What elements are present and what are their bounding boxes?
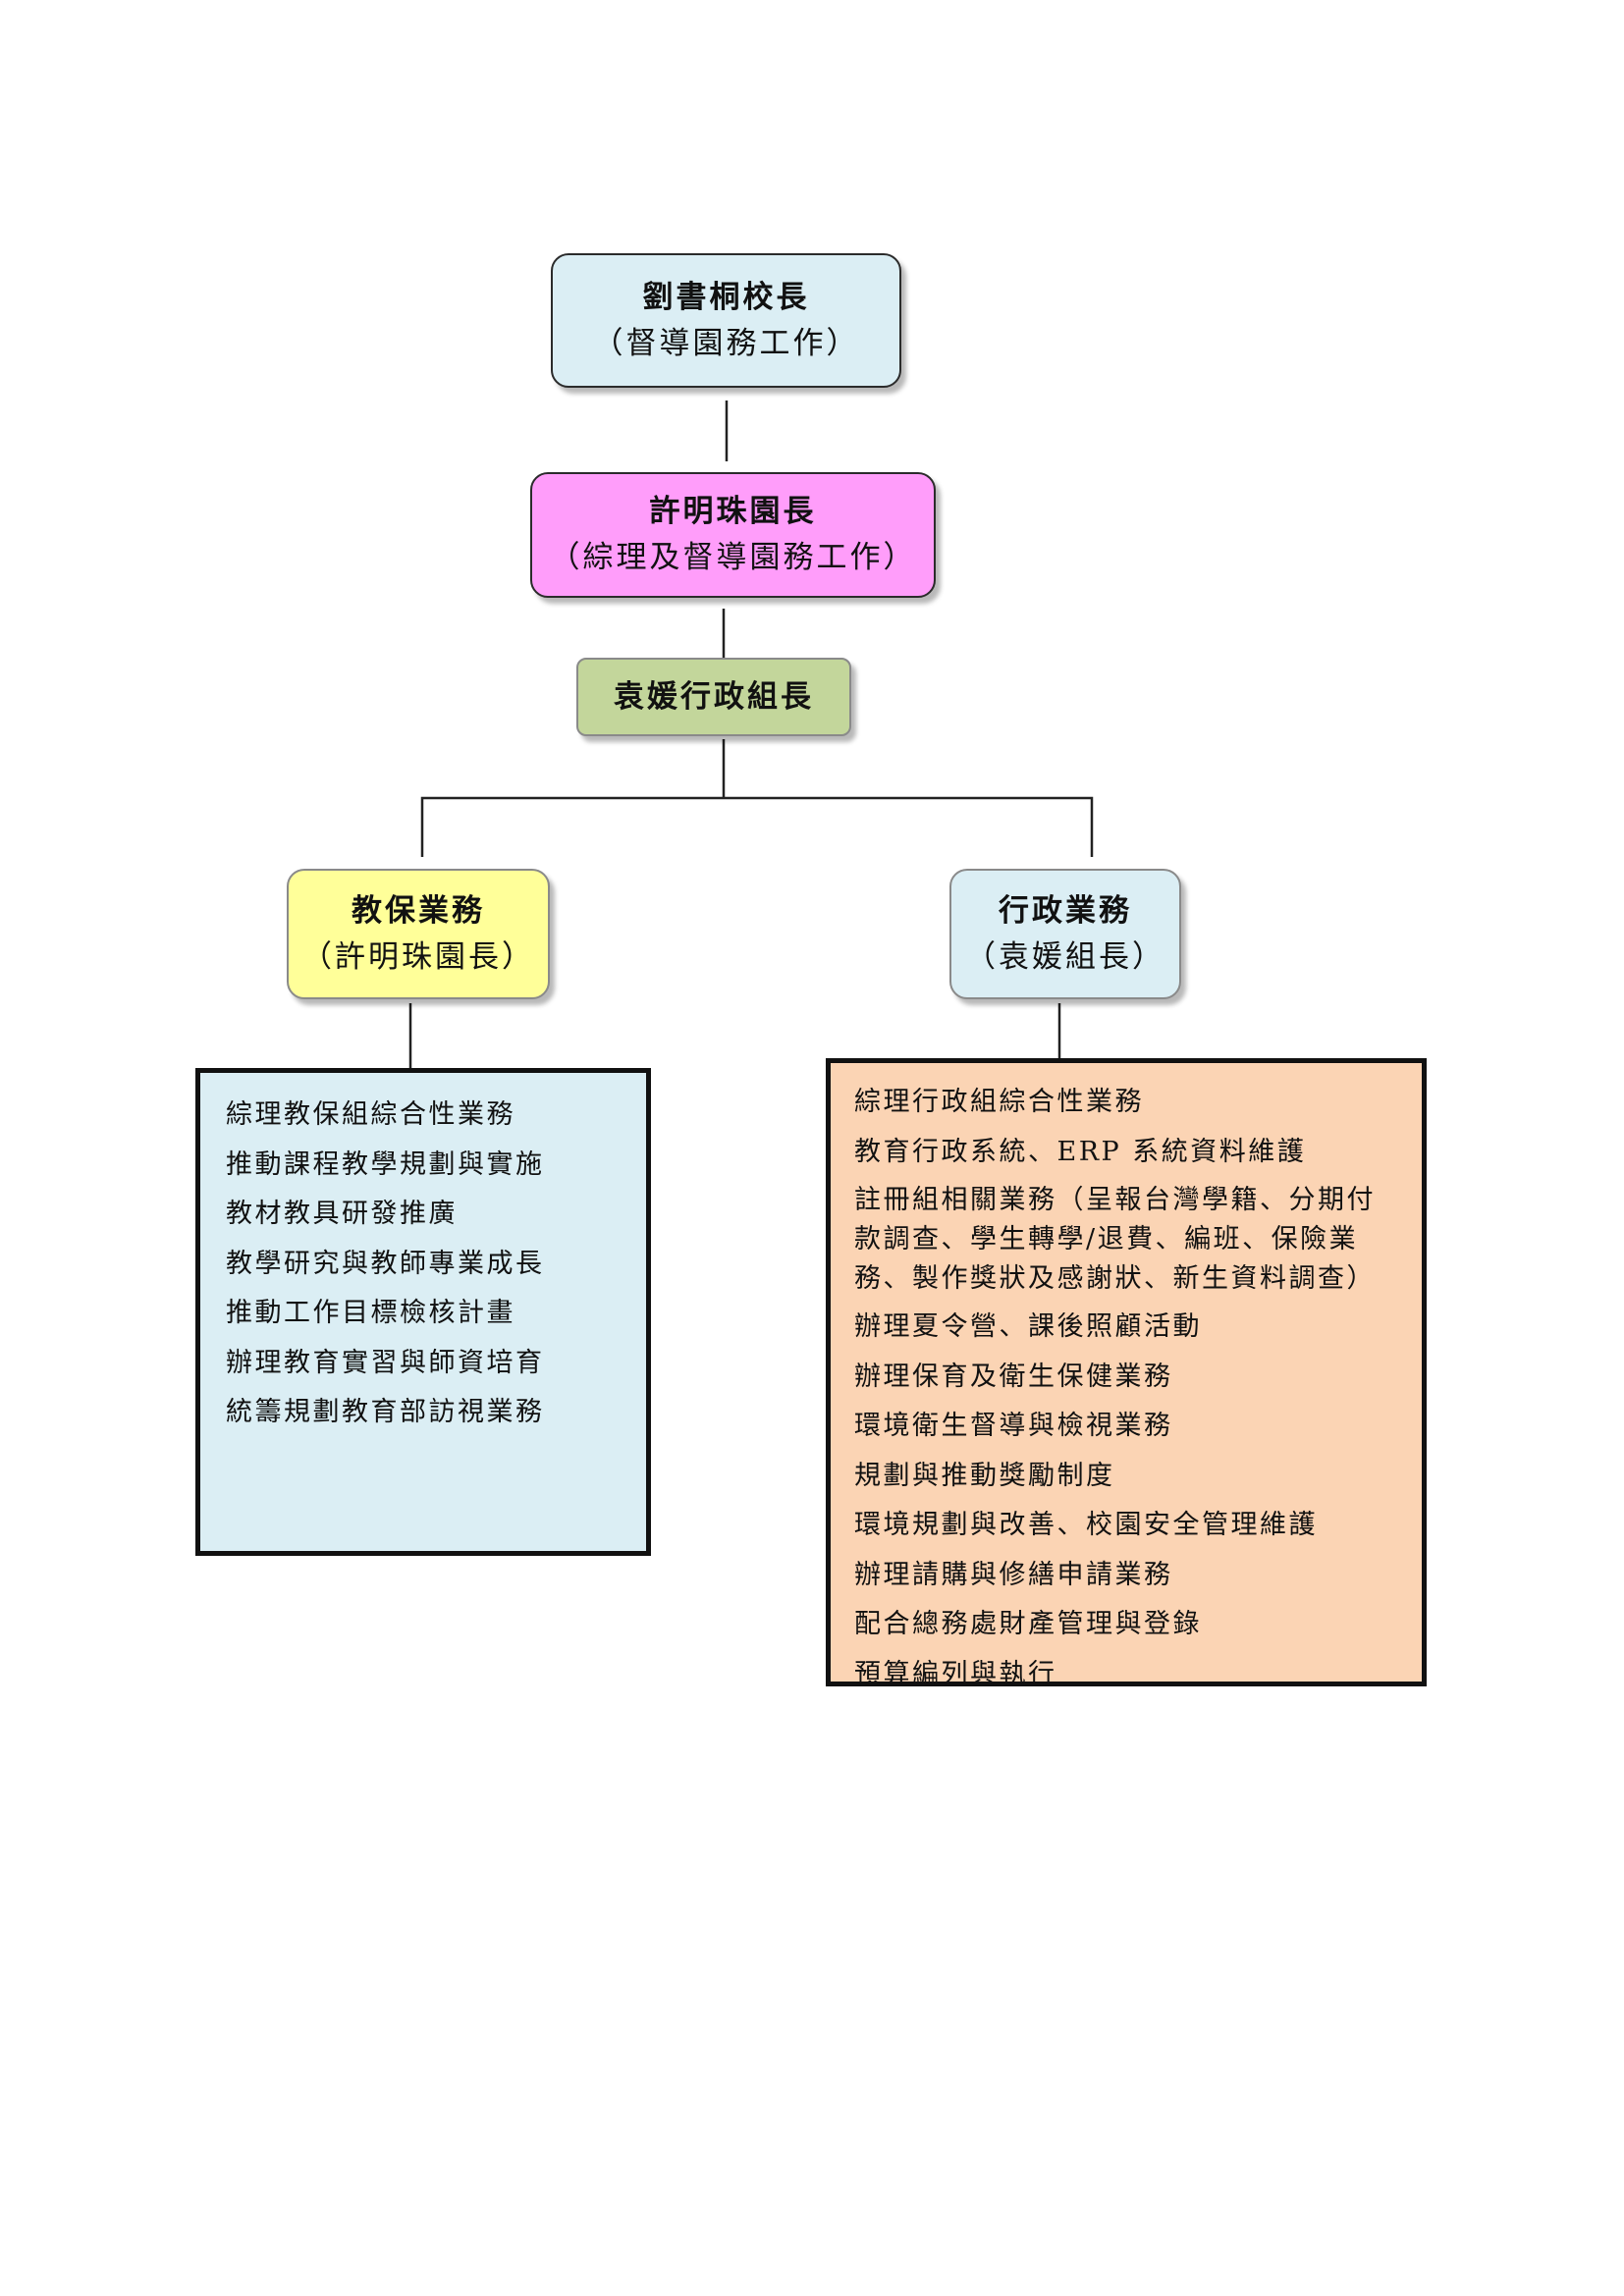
- admin-duty-item: 教育行政系統、ERP 系統資料維護: [854, 1136, 1307, 1167]
- principal-node: 劉書桐校長 （督導園務工作）: [551, 253, 901, 388]
- care-duty-item: 推動工作目標檢核計畫: [226, 1298, 515, 1328]
- care-duty-item: 教學研究與教師專業成長: [226, 1248, 545, 1279]
- admin-duty-item: 預算編列與執行: [854, 1658, 1057, 1689]
- care-duty-item: 推動課程教學規劃與實施: [226, 1148, 545, 1180]
- admin-node: 行政業務 （袁媛組長）: [949, 869, 1181, 999]
- admin-duty-item: 綜理行政組綜合性業務: [854, 1087, 1144, 1117]
- admin-head-node: 袁媛行政組長: [576, 658, 851, 736]
- director-node: 許明珠園長 （綜理及督導園務工作）: [530, 472, 936, 598]
- admin-title: 行政業務: [999, 892, 1132, 929]
- admin-duty-item: 辦理請購與修繕申請業務: [854, 1559, 1173, 1590]
- care-duty-item: 教材教具研發推廣: [226, 1199, 458, 1229]
- admin-duty-item: 環境規劃與改善、校園安全管理維護: [854, 1510, 1318, 1540]
- admin-duty-item: 辦理夏令營、課後照顧活動: [854, 1311, 1202, 1342]
- care-owner: （許明珠園長）: [301, 938, 535, 975]
- care-duty-item: 統籌規劃教育部訪視業務: [226, 1397, 545, 1427]
- care-duty-item: 辦理教育實習與師資培育: [226, 1347, 545, 1378]
- connector-branch: [420, 796, 1094, 857]
- admin-duty-item: 環境衛生督導與檢視業務: [854, 1411, 1173, 1441]
- admin-duty-item: 配合總務處財產管理與登錄: [854, 1609, 1202, 1639]
- admin-duty-item: 註冊組相關業務（呈報台灣學籍、分期付款調查、學生轉學/退費、編班、保險業務、製作…: [854, 1185, 1376, 1294]
- care-duty-item: 綜理教保組綜合性業務: [226, 1099, 515, 1130]
- care-node: 教保業務 （許明珠園長）: [287, 869, 550, 999]
- care-duties-list: 綜理教保組綜合性業務 推動課程教學規劃與實施 教材教具研發推廣 教學研究與教師專…: [195, 1068, 651, 1556]
- admin-head-title: 袁媛行政組長: [614, 679, 814, 715]
- admin-duty-item: 規劃與推動獎勵制度: [854, 1460, 1115, 1491]
- director-role: （綜理及督導園務工作）: [549, 540, 917, 575]
- admin-duty-item: 辦理保育及衛生保健業務: [854, 1361, 1173, 1392]
- principal-role: （督導園務工作）: [592, 325, 860, 361]
- principal-title: 劉書桐校長: [642, 279, 810, 315]
- admin-duties-list: 綜理行政組綜合性業務 教育行政系統、ERP 系統資料維護 註冊組相關業務（呈報台…: [826, 1058, 1427, 1689]
- admin-owner: （袁媛組長）: [965, 938, 1165, 975]
- care-title: 教保業務: [352, 892, 485, 929]
- director-title: 許明珠園長: [649, 494, 817, 529]
